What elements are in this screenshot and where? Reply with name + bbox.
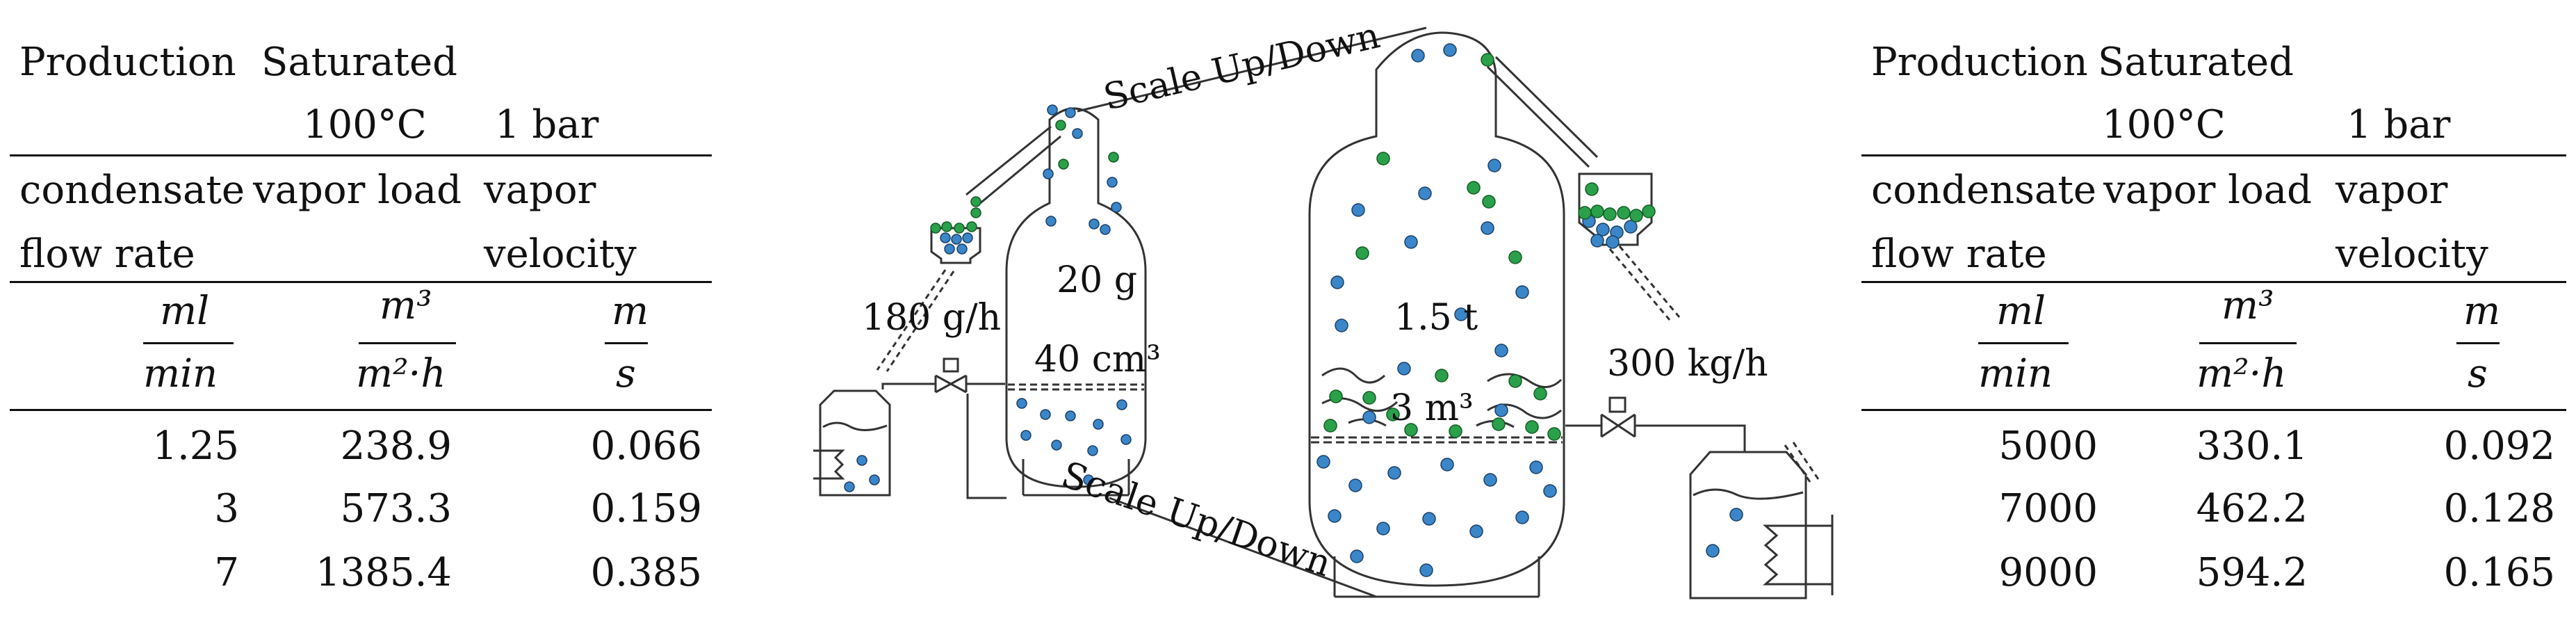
table-cell: 0.128 <box>2443 486 2555 531</box>
unit-m3: m³ <box>380 283 432 328</box>
unit-s: s <box>616 351 636 396</box>
subheader-rule <box>1861 281 2566 283</box>
header-saturated: Saturated <box>2098 40 2294 85</box>
large-receiver <box>1689 451 1807 599</box>
left-table: Production Saturated 100°C 1 bar condens… <box>0 0 716 628</box>
unit-ml: ml <box>1996 289 2046 334</box>
small-valve <box>934 374 968 394</box>
header-vapor: vapor <box>2335 168 2448 213</box>
unit-fraction-line <box>143 342 234 344</box>
units-rule <box>10 409 712 411</box>
unit-m2h: m²·h <box>356 351 446 396</box>
small-mass-label: 20 g <box>1057 259 1137 301</box>
header-velocity: velocity <box>484 232 637 277</box>
header-condensate: condensate <box>19 168 245 213</box>
table-cell: 0.385 <box>590 550 702 595</box>
scale-label-bottom: Scale Up/Down <box>1057 454 1337 586</box>
large-mass-label: 1.5 t <box>1394 297 1478 339</box>
unit-fraction-line <box>2199 342 2297 344</box>
large-vapor-duct <box>1486 56 1599 168</box>
right-table: Production Saturated 100°C 1 bar condens… <box>1854 0 2570 628</box>
small-flow-label: 180 g/h <box>862 297 1001 339</box>
unit-fraction-line <box>605 342 648 344</box>
scale-label-top: Scale Up/Down <box>1100 15 1383 119</box>
scale-connector-top <box>1077 26 1427 113</box>
table-cell: 1.25 <box>152 424 239 469</box>
small-vapor-duct <box>965 125 1061 206</box>
small-volume-label: 40 cm³ <box>1034 339 1161 380</box>
table-cell: 0.066 <box>590 424 702 469</box>
large-heater-coil <box>1763 524 1832 586</box>
large-valve <box>1600 413 1636 438</box>
table-cell: 3 <box>214 486 239 531</box>
table-cell: 573.3 <box>340 486 452 531</box>
vapor-bubbles-green <box>930 53 1656 441</box>
table-cell: 9000 <box>1998 550 2098 595</box>
table-cell: 0.092 <box>2443 424 2555 469</box>
large-condenser <box>1578 172 1653 246</box>
unit-m: m <box>2463 289 2501 334</box>
header-temperature: 100°C <box>2102 102 2226 147</box>
unit-fraction-line <box>2456 342 2500 344</box>
unit-m: m <box>612 289 649 334</box>
table-cell: 330.1 <box>2196 424 2308 469</box>
scale-connector-bottom <box>1109 497 1377 598</box>
unit-s: s <box>2468 351 2488 396</box>
unit-m3: m³ <box>2222 283 2274 328</box>
small-condenser <box>930 227 981 264</box>
units-rule <box>1861 409 2566 411</box>
header-rule <box>10 154 712 156</box>
table-cell: 5000 <box>1998 424 2098 469</box>
unit-min: min <box>143 351 218 396</box>
small-heater-coil <box>813 449 845 480</box>
small-receiver <box>819 389 891 497</box>
table-cell: 594.2 <box>2196 550 2308 595</box>
unit-fraction-line <box>1978 342 2069 344</box>
unit-m2h: m²·h <box>2196 351 2287 396</box>
unit-min: min <box>1978 351 2053 396</box>
subheader-rule <box>10 281 712 283</box>
header-rule <box>1861 154 2566 156</box>
vapor-bubbles-blue <box>844 43 1743 577</box>
header-production: Production <box>19 40 236 85</box>
table-cell: 0.165 <box>2443 550 2555 595</box>
unit-ml: ml <box>160 289 210 334</box>
table-cell: 462.2 <box>2196 486 2308 531</box>
header-velocity: velocity <box>2335 232 2488 277</box>
table-cell: 0.159 <box>590 486 702 531</box>
header-production: Production <box>1871 40 2088 85</box>
large-vessel-body <box>1308 31 1565 587</box>
header-flow-rate: flow rate <box>1871 232 2047 277</box>
header-pressure: 1 bar <box>2347 102 2451 147</box>
header-vapor-load: vapor load <box>253 168 462 213</box>
header-vapor-load: vapor load <box>2103 168 2313 213</box>
large-flow-label: 300 kg/h <box>1607 343 1768 385</box>
table-cell: 7 <box>214 550 239 595</box>
table-cell: 238.9 <box>340 424 452 469</box>
header-flow-rate: flow rate <box>19 232 195 277</box>
unit-fraction-line <box>359 342 456 344</box>
header-condensate: condensate <box>1871 168 2096 213</box>
header-saturated: Saturated <box>261 40 457 85</box>
table-cell: 7000 <box>1998 486 2098 531</box>
small-vessel-body <box>1005 107 1147 488</box>
table-cell: 1385.4 <box>316 550 452 595</box>
header-pressure: 1 bar <box>495 102 599 147</box>
header-vapor: vapor <box>484 168 596 213</box>
header-temperature: 100°C <box>303 102 427 147</box>
large-volume-label: 3 m³ <box>1390 387 1474 429</box>
